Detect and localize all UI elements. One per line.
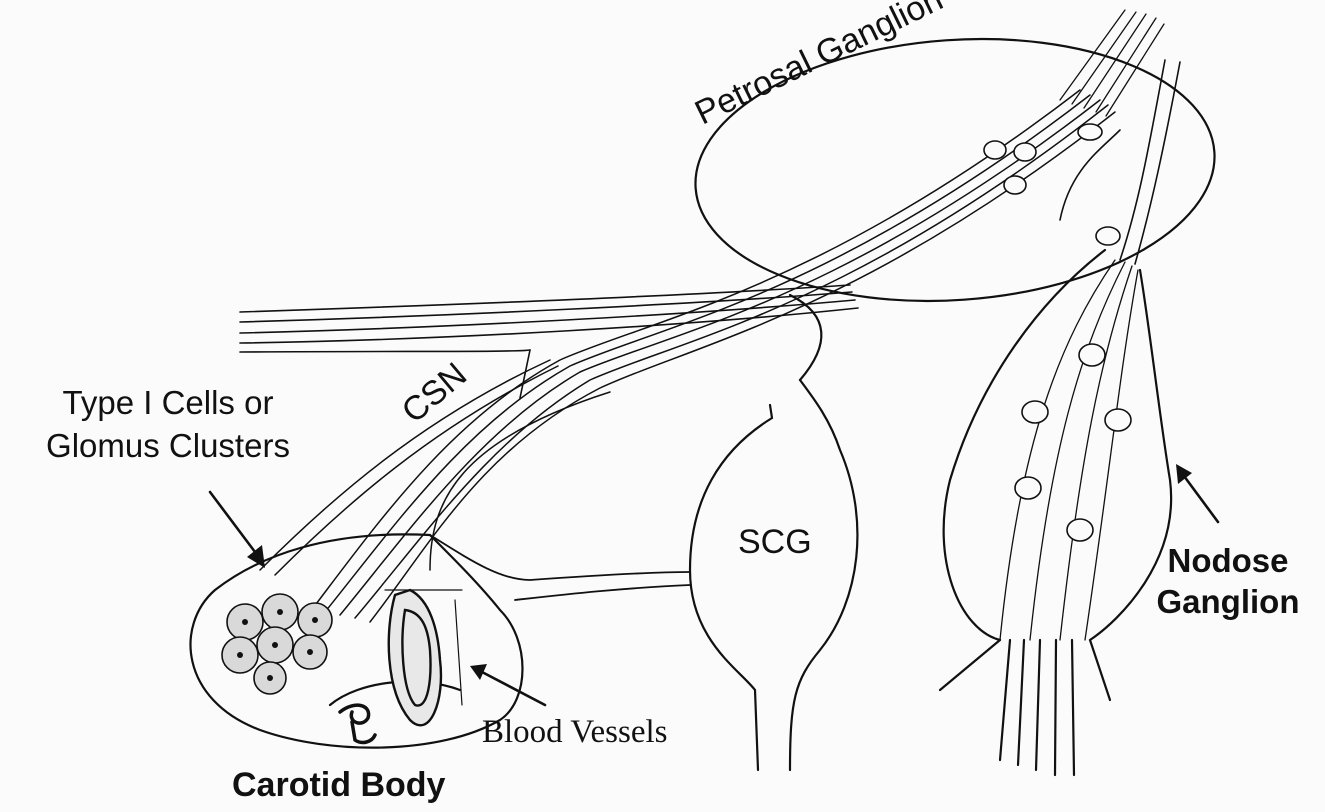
arrow-blood-vessels — [482, 672, 545, 705]
nodose-ganglion-outline — [944, 250, 1171, 640]
blood-vessel-drawing — [385, 590, 462, 725]
scg-carotid-link — [430, 535, 690, 600]
carotid-body-label: Carotid Body — [232, 768, 445, 804]
blood-vessels-label: Blood Vessels — [482, 715, 668, 750]
nodose-ganglion-label: Nodose Ganglion — [1138, 540, 1318, 623]
nodose-bottom-fibers — [940, 640, 1110, 775]
nerve-exit-fibers — [1060, 10, 1164, 116]
nodose-neurons — [1015, 344, 1131, 541]
scg-label: SCG — [738, 525, 812, 561]
scg-connector — [790, 295, 821, 380]
csn-nerve-bundle — [260, 90, 1115, 622]
type1-cells-label: Type I Cells or Glomus Clusters — [8, 382, 328, 468]
nodose-fibers — [1000, 260, 1138, 640]
vessel-knot — [340, 705, 375, 742]
scg-outline — [690, 380, 857, 770]
arrow-type1-cells — [210, 492, 258, 556]
petrosal-neurons — [984, 124, 1120, 245]
arrow-nodose-head — [1176, 464, 1192, 484]
arrow-nodose — [1184, 476, 1218, 522]
